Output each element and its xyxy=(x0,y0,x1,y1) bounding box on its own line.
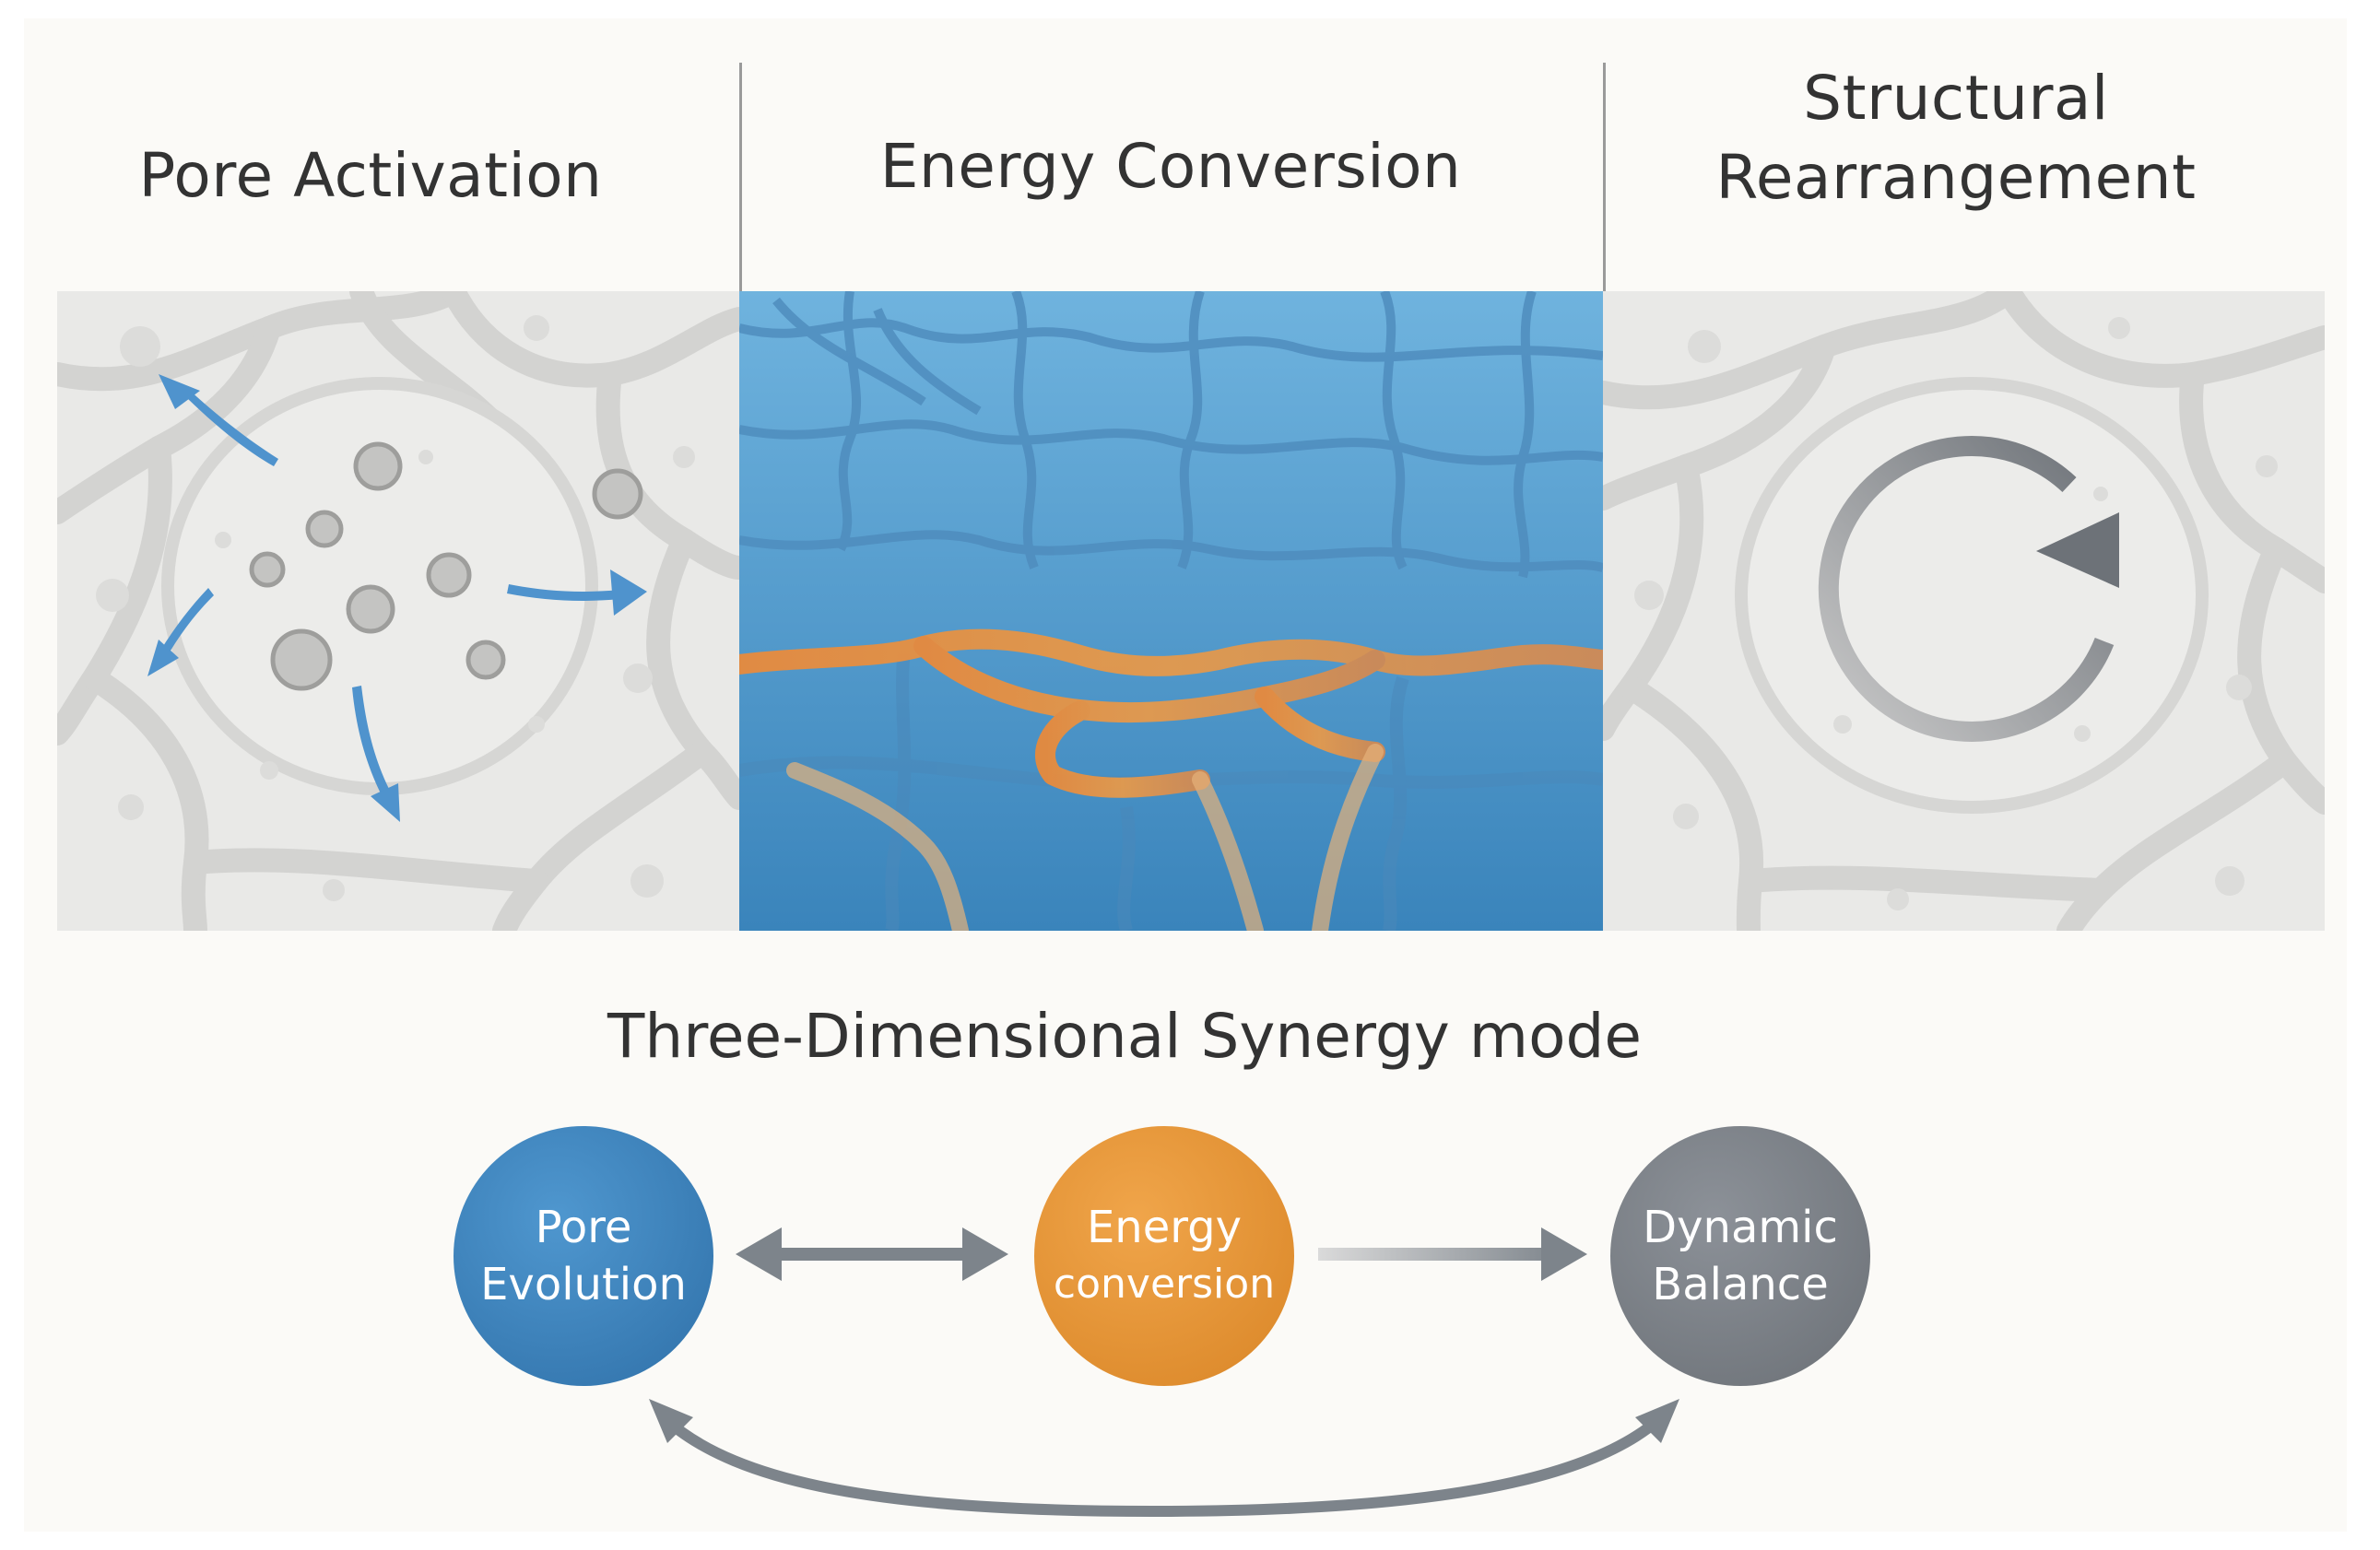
panel-title-line-1: Structural xyxy=(1803,63,2109,134)
node-label-line-1: Pore xyxy=(535,1202,632,1253)
node-energy-conversion: Energy conversion xyxy=(1034,1126,1294,1386)
node-label-line-1: Energy xyxy=(1086,1202,1243,1253)
pore-activation-illustration xyxy=(57,291,739,931)
node-label-line-2: Evolution xyxy=(480,1259,687,1310)
structural-rearrangement-illustration xyxy=(1603,291,2325,931)
node-label-line-2: conversion xyxy=(1053,1261,1276,1308)
energy-conversion-illustration xyxy=(739,291,1603,931)
panel-title-line-2: Rearrangement xyxy=(1715,142,2197,213)
synergy-title: Three-Dimensional Synergy mode xyxy=(607,1001,1642,1072)
node-dynamic-balance: Dynamic Balance xyxy=(1610,1126,1870,1386)
panel-divider-left xyxy=(739,63,742,293)
node-pore-evolution: Pore Evolution xyxy=(454,1126,713,1386)
rotation-arrow-icon xyxy=(1818,436,2119,742)
node-label-line-1: Dynamic xyxy=(1643,1202,1838,1253)
panel-title-energy-conversion: Energy Conversion xyxy=(879,131,1462,202)
node-label-line-2: Balance xyxy=(1652,1259,1829,1310)
panel-title-pore-activation: Pore Activation xyxy=(138,140,603,211)
panel-title-structural-rearrangement: Structural Rearrangement xyxy=(1624,59,2288,217)
outward-arrow-icon xyxy=(147,374,647,822)
panel-divider-right xyxy=(1603,63,1606,293)
